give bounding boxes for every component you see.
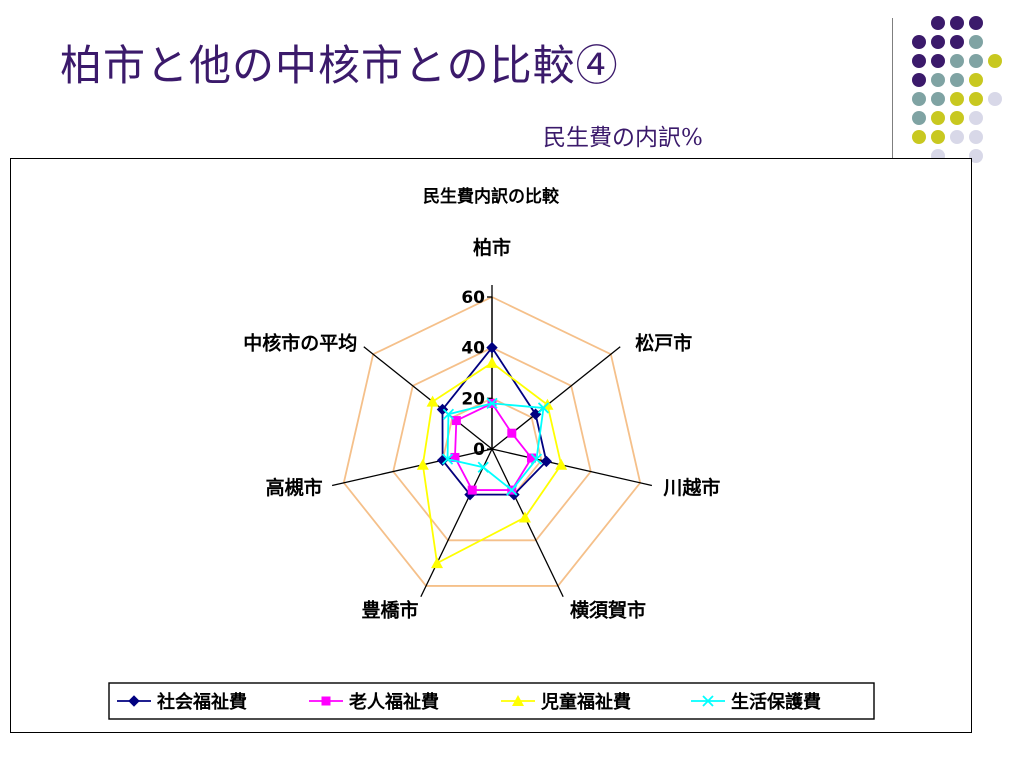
legend-label: 社会福祉費 bbox=[157, 691, 247, 713]
series-line bbox=[446, 402, 545, 492]
chart-axes bbox=[331, 285, 653, 598]
data-point bbox=[540, 455, 553, 468]
data-point bbox=[507, 428, 517, 438]
axis-spoke bbox=[491, 448, 564, 598]
category-label: 横須賀市 bbox=[570, 599, 646, 622]
data-point bbox=[451, 416, 461, 426]
decor-dot bbox=[912, 130, 926, 144]
data-point bbox=[441, 453, 454, 465]
series-group bbox=[441, 397, 550, 496]
data-point bbox=[321, 696, 331, 706]
data-point bbox=[450, 452, 460, 462]
legend-label: 児童福祉費 bbox=[540, 691, 631, 713]
grid-ring bbox=[342, 296, 642, 587]
decor-dot bbox=[969, 130, 983, 144]
series-line bbox=[441, 346, 548, 496]
decor-dot bbox=[931, 73, 945, 87]
decor-dot bbox=[969, 16, 983, 30]
data-point bbox=[477, 461, 489, 473]
decor-dot bbox=[969, 54, 983, 68]
series-line bbox=[454, 402, 533, 491]
category-label: 豊橋市 bbox=[361, 599, 418, 622]
chart-legend: 社会福祉費 老人福祉費 児童福祉費 生活保護費 bbox=[108, 682, 875, 720]
decor-dot bbox=[912, 73, 926, 87]
legend-item: 生活保護費 bbox=[691, 691, 821, 713]
axis-spoke bbox=[491, 448, 653, 487]
data-point bbox=[416, 458, 429, 470]
data-point bbox=[530, 453, 543, 465]
slide-title: 柏市と他の中核市との比較④ bbox=[60, 41, 619, 90]
decor-dot bbox=[912, 54, 926, 68]
decor-dot bbox=[969, 35, 983, 49]
decor-dot bbox=[912, 92, 926, 106]
category-label: 松戸市 bbox=[635, 332, 692, 355]
decor-dot bbox=[931, 111, 945, 125]
grid-ring bbox=[392, 346, 592, 542]
slide-subtitle: 民生費の内訳% bbox=[543, 125, 703, 151]
data-point bbox=[486, 341, 498, 354]
tick-label: 40 bbox=[461, 339, 485, 359]
data-point bbox=[702, 695, 714, 707]
decor-dot bbox=[950, 92, 964, 106]
decor-dot bbox=[931, 35, 945, 49]
decor-dot bbox=[912, 35, 926, 49]
decor-dot bbox=[950, 111, 964, 125]
decor-dot bbox=[950, 73, 964, 87]
decor-dot bbox=[931, 54, 945, 68]
tick-label: 60 bbox=[461, 288, 485, 308]
series-line bbox=[421, 361, 563, 565]
decor-dot bbox=[988, 92, 1002, 106]
decor-dot bbox=[950, 130, 964, 144]
decor-dot bbox=[931, 92, 945, 106]
decor-dot bbox=[912, 111, 926, 125]
data-point bbox=[555, 458, 568, 470]
axis-spoke bbox=[420, 448, 493, 598]
data-point bbox=[512, 695, 524, 706]
data-point bbox=[431, 557, 444, 569]
legend-box bbox=[108, 682, 875, 720]
legend-item: 老人福祉費 bbox=[309, 691, 439, 713]
decor-dot bbox=[931, 16, 945, 30]
data-point bbox=[426, 395, 439, 407]
chart-frame: 民生費内訳の比較 柏市松戸市川越市横須賀市 豊橋市 高槻市 中核市の平均 0 20 40 6… bbox=[10, 158, 972, 733]
chart-series bbox=[416, 341, 568, 569]
category-label: 中核市の平均 bbox=[243, 332, 357, 355]
decor-dot bbox=[969, 92, 983, 106]
data-point bbox=[128, 695, 140, 707]
data-point bbox=[442, 408, 455, 420]
decor-dot bbox=[950, 16, 964, 30]
category-label: 川越市 bbox=[662, 476, 720, 499]
data-point bbox=[518, 511, 531, 523]
decor-dot bbox=[969, 111, 983, 125]
tick-label: 20 bbox=[461, 389, 485, 409]
category-label: 柏市 bbox=[473, 236, 511, 259]
decor-dot bbox=[950, 35, 964, 49]
legend-label: 老人福祉費 bbox=[349, 691, 439, 713]
axis-spoke bbox=[331, 448, 493, 487]
data-point bbox=[467, 485, 477, 495]
legend-item: 児童福祉費 bbox=[501, 691, 631, 713]
decorative-divider bbox=[892, 18, 893, 158]
tick-labels: 0 20 40 60 bbox=[461, 288, 485, 460]
category-label: 高槻市 bbox=[266, 476, 323, 499]
decor-dot bbox=[969, 73, 983, 87]
data-point bbox=[486, 356, 498, 368]
decor-dot bbox=[950, 54, 964, 68]
legend-label: 生活保護費 bbox=[731, 691, 821, 713]
data-point bbox=[486, 397, 498, 410]
legend-item: 社会福祉費 bbox=[117, 691, 247, 713]
chart-title: 民生費内訳の比較 bbox=[423, 186, 560, 207]
data-point bbox=[537, 402, 550, 414]
tick-label: 0 bbox=[473, 440, 485, 460]
data-point bbox=[527, 453, 537, 463]
axis-spoke bbox=[363, 346, 493, 450]
data-point bbox=[506, 484, 518, 496]
decor-dot bbox=[988, 54, 1002, 68]
decor-dot bbox=[931, 130, 945, 144]
